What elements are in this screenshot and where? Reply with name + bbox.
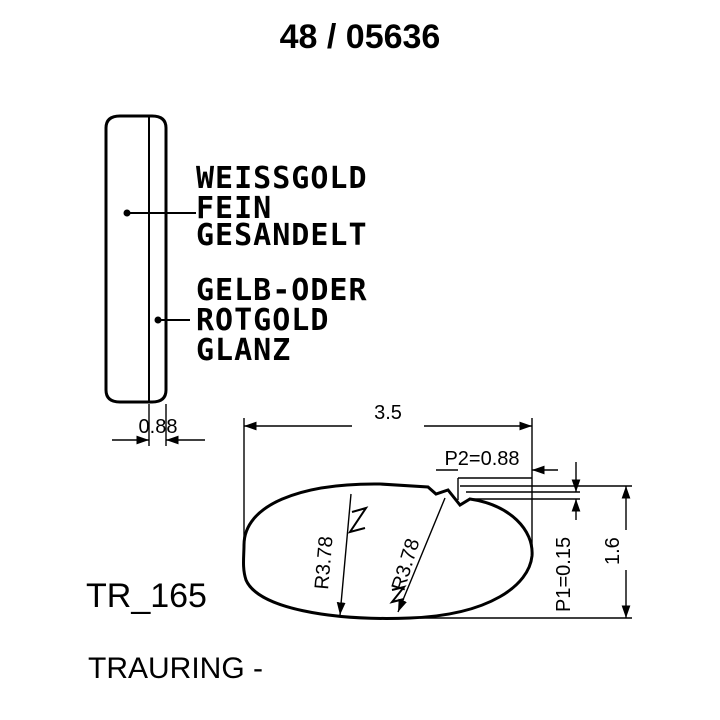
radius-left-label: R3.78 [311, 535, 338, 590]
legend-white-line-2: FEIN [196, 191, 272, 226]
dimension-p2-label: P2=0.88 [444, 448, 519, 470]
dimension-side-width [112, 404, 205, 446]
dimension-profile-width-label: 3.5 [374, 402, 402, 424]
legend-yellow-line-2: ROTGOLD [196, 303, 329, 338]
legend-white-line-1: WEISSGOLD [196, 161, 368, 196]
profile-code: TR_165 [86, 577, 207, 615]
dimension-p2 [436, 465, 558, 500]
product-name: TRAURING - [88, 652, 263, 685]
leader-white-gold [123, 209, 196, 217]
leader-yellow-gold [154, 316, 190, 324]
radius-symbol-left [347, 506, 369, 534]
legend-white-line-3: GESANDELT [196, 218, 368, 253]
radius-symbol-right [389, 585, 407, 604]
legend-yellow-line-1: GELB-ODER [196, 273, 368, 308]
ring-profile [242, 482, 534, 620]
radius-right-label: R3.78 [388, 536, 425, 593]
dimension-extension-lines [420, 485, 632, 619]
dimension-profile-width [243, 418, 533, 556]
drawing-number: 48 / 05636 [280, 18, 441, 56]
dimension-p1-label: P1=0.15 [553, 537, 575, 612]
legend-yellow-line-3: GLANZ [196, 333, 291, 368]
dimension-height-label: 1.6 [602, 537, 624, 565]
dimension-side-width-label: 0.88 [139, 416, 178, 438]
ring-side-view [104, 114, 168, 404]
